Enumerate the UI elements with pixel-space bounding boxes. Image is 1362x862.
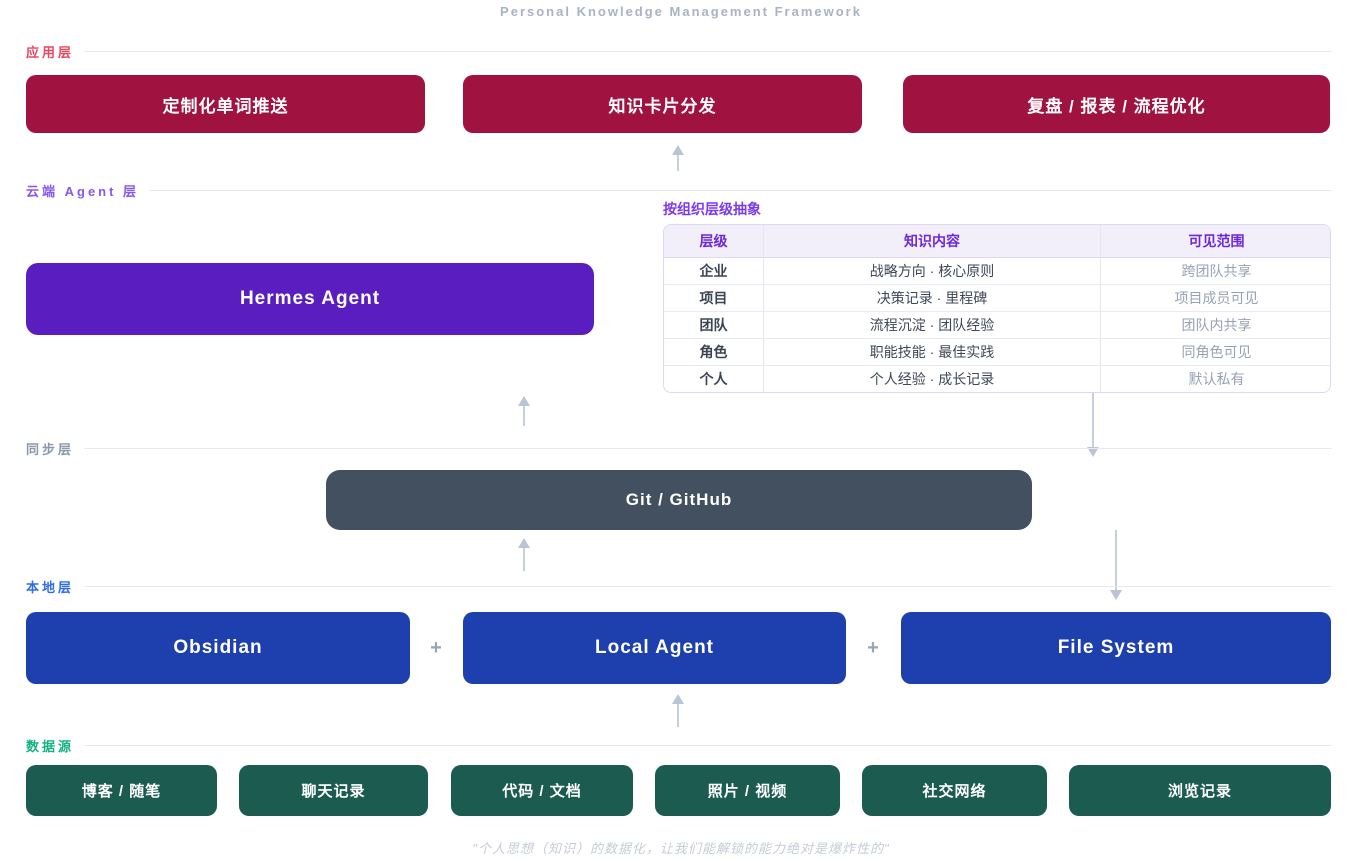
table-cell: 流程沉淀 · 团队经验 xyxy=(764,312,1101,338)
page-title: Personal Knowledge Management Framework xyxy=(500,4,862,19)
arrow-stem xyxy=(677,704,679,727)
layer-label-sync: 同步层 xyxy=(26,442,75,457)
table-cell: 决策记录 · 里程碑 xyxy=(764,285,1101,311)
arrow-stem xyxy=(523,548,525,571)
node-blog-essay: 博客 / 随笔 xyxy=(26,765,217,816)
arrow-head xyxy=(518,396,530,406)
layer-row-data-source: 数据源 xyxy=(26,736,1332,755)
table-cell: 项目成员可见 xyxy=(1174,290,1259,306)
table-header-level: 层级 xyxy=(664,225,764,257)
node-review-report: 复盘 / 报表 / 流程优化 xyxy=(903,75,1330,133)
node-word-push: 定制化单词推送 xyxy=(26,75,425,133)
table-cell: 角色 xyxy=(664,339,764,365)
table-header-row: 层级 知识内容 可见范围 xyxy=(664,225,1330,258)
arrow-stem xyxy=(523,406,525,426)
arrow-stem xyxy=(1092,393,1094,447)
arrow-down-icon xyxy=(1086,393,1100,457)
layer-row-local: 本地层 xyxy=(26,577,1332,596)
arrow-stem xyxy=(677,155,679,171)
arrow-head xyxy=(1110,590,1122,600)
arrow-head xyxy=(672,694,684,704)
table-row: 企业 战略方向 · 核心原则 跨团队共享 xyxy=(664,258,1330,285)
table-cell: 默认私有 xyxy=(1188,371,1245,387)
node-chat-history: 聊天记录 xyxy=(239,765,428,816)
layer-label-application: 应用层 xyxy=(26,45,75,60)
arrow-up-icon xyxy=(671,145,685,171)
node-code-docs: 代码 / 文档 xyxy=(451,765,633,816)
divider-line xyxy=(84,51,1332,52)
divider-line xyxy=(84,586,1332,587)
layer-label-cloud-agent: 云端 Agent 层 xyxy=(26,184,140,199)
arrow-head xyxy=(1087,447,1099,457)
layer-label-local: 本地层 xyxy=(26,580,75,595)
table-cell: 同角色可见 xyxy=(1181,344,1252,360)
table-header-content: 知识内容 xyxy=(764,225,1101,257)
node-hermes-agent: Hermes Agent xyxy=(26,263,594,335)
layer-label-data-source: 数据源 xyxy=(26,739,75,754)
table-row: 角色 职能技能 · 最佳实践 同角色可见 xyxy=(664,339,1330,366)
table-row: 个人 个人经验 · 成长记录 默认私有 xyxy=(664,366,1330,392)
org-level-table: 层级 知识内容 可见范围 企业 战略方向 · 核心原则 跨团队共享 项目 决策记… xyxy=(663,224,1331,393)
node-photo-video: 照片 / 视频 xyxy=(655,765,840,816)
table-cell: 职能技能 · 最佳实践 xyxy=(764,339,1101,365)
footer-quote: "个人思想（知识）的数据化，让我们能解锁的能力绝对是爆炸性的" xyxy=(472,841,890,856)
plus-separator: + xyxy=(430,636,442,659)
table-header-scope: 可见范围 xyxy=(1188,233,1245,249)
arrow-head xyxy=(672,145,684,155)
arrow-up-icon xyxy=(517,538,531,571)
table-cell: 团队 xyxy=(664,312,764,338)
node-browsing-history: 浏览记录 xyxy=(1069,765,1331,816)
arrow-down-icon xyxy=(1109,530,1123,600)
layer-row-sync: 同步层 xyxy=(26,439,1332,458)
node-obsidian: Obsidian xyxy=(26,612,410,684)
divider-line xyxy=(149,190,1332,191)
table-cell: 项目 xyxy=(664,285,764,311)
node-local-agent: Local Agent xyxy=(463,612,846,684)
table-cell: 跨团队共享 xyxy=(1181,263,1252,279)
plus-separator: + xyxy=(867,636,879,659)
arrow-stem xyxy=(1115,530,1117,590)
layer-row-application: 应用层 xyxy=(26,42,1332,61)
divider-line xyxy=(84,745,1332,746)
table-cell: 团队内共享 xyxy=(1181,317,1252,333)
layer-row-cloud-agent: 云端 Agent 层 xyxy=(26,181,1332,200)
table-cell: 企业 xyxy=(664,258,764,284)
table-cell: 战略方向 · 核心原则 xyxy=(764,258,1101,284)
arrow-up-icon xyxy=(517,396,531,426)
divider-line xyxy=(84,448,1332,449)
table-cell: 个人经验 · 成长记录 xyxy=(764,366,1101,392)
node-git-github: Git / GitHub xyxy=(326,470,1032,530)
table-cell: 个人 xyxy=(664,366,764,392)
table-row: 项目 决策记录 · 里程碑 项目成员可见 xyxy=(664,285,1330,312)
arrow-up-icon xyxy=(671,694,685,727)
table-title: 按组织层级抽象 xyxy=(663,201,761,217)
node-social-network: 社交网络 xyxy=(862,765,1047,816)
node-file-system: File System xyxy=(901,612,1331,684)
table-row: 团队 流程沉淀 · 团队经验 团队内共享 xyxy=(664,312,1330,339)
arrow-head xyxy=(518,538,530,548)
node-knowledge-card: 知识卡片分发 xyxy=(463,75,862,133)
